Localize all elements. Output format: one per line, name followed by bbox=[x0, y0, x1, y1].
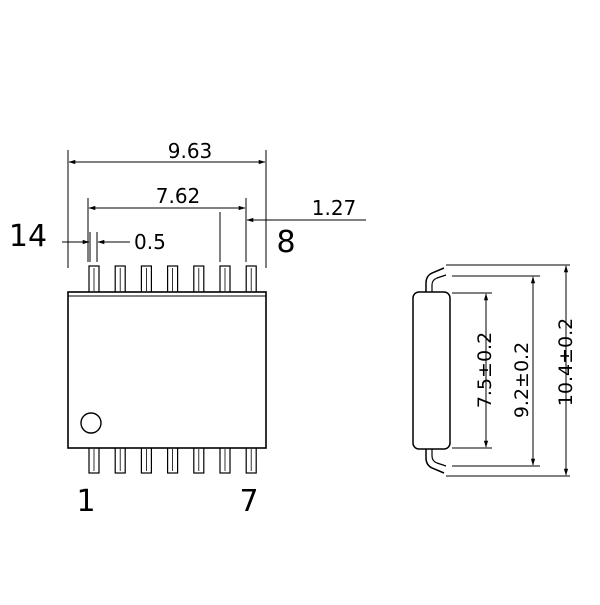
pin-label-top-left: 14 bbox=[9, 219, 47, 254]
bottom-lead-2 bbox=[114, 446, 126, 474]
dim-lead-width-label: 0.5 bbox=[134, 230, 166, 254]
side-view: 7.5±0.2 9.2±0.2 10.4±0.2 bbox=[412, 264, 577, 477]
pin-label-bottom-left: 1 bbox=[76, 484, 95, 519]
side-lead-upper bbox=[425, 267, 445, 292]
top-lead-7 bbox=[245, 265, 257, 294]
pin1-marker-dot bbox=[80, 412, 102, 434]
dim-pitch-label: 1.27 bbox=[312, 196, 357, 220]
top-lead-1 bbox=[88, 265, 100, 294]
bottom-lead-3 bbox=[140, 446, 152, 474]
top-lead-6 bbox=[219, 265, 231, 294]
dim-row-span-label: 7.62 bbox=[156, 184, 201, 208]
side-lead-lower bbox=[425, 449, 445, 474]
bottom-lead-6 bbox=[219, 446, 231, 474]
side-dim-body-label: 7.5±0.2 bbox=[474, 332, 496, 408]
side-dim-overall-label: 10.4±0.2 bbox=[555, 318, 577, 406]
top-lead-4 bbox=[167, 265, 179, 294]
bottom-lead-7 bbox=[245, 446, 257, 474]
top-leads bbox=[88, 265, 257, 294]
bottom-lead-5 bbox=[193, 446, 205, 474]
top-lead-2 bbox=[114, 265, 126, 294]
bottom-lead-4 bbox=[167, 446, 179, 474]
top-view: 9.63 7.62 1.27 0.5 14 8 1 7 bbox=[9, 139, 366, 519]
pin-label-bottom-right: 7 bbox=[239, 484, 258, 519]
side-dim-lead-span-label: 9.2±0.2 bbox=[511, 342, 533, 418]
top-lead-3 bbox=[140, 265, 152, 294]
side-lead-lower-inner bbox=[431, 449, 447, 467]
pin-label-top-right: 8 bbox=[276, 225, 295, 260]
bottom-lead-1 bbox=[88, 446, 100, 474]
dim-overall-width-label: 9.63 bbox=[168, 139, 213, 163]
bottom-leads bbox=[88, 446, 257, 474]
side-body bbox=[412, 291, 451, 450]
side-lead-upper-inner bbox=[431, 274, 447, 292]
top-lead-5 bbox=[193, 265, 205, 294]
